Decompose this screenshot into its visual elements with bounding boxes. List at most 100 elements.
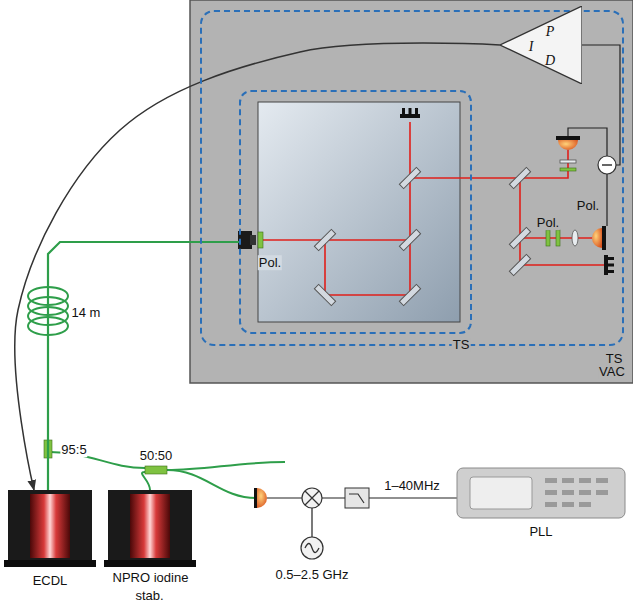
inner-thermal-shield: TS — [239, 90, 472, 334]
pll-instrument — [457, 468, 625, 518]
text-holder: TS — [452, 335, 471, 353]
optical-fiber — [167, 462, 285, 470]
part-label: 95:5 — [60, 442, 87, 457]
node-label: PLL — [528, 524, 553, 539]
text-holder: D — [544, 51, 556, 69]
optical-bench — [258, 102, 460, 322]
controller-term: D — [544, 53, 556, 68]
pll-instrument — [545, 502, 557, 507]
optical-fiber — [28, 287, 285, 498]
controller-term: I — [528, 39, 535, 54]
mirror — [314, 229, 335, 250]
pll-instrument — [579, 490, 591, 495]
photodetector — [602, 226, 606, 250]
rf-chain — [302, 488, 322, 508]
pll-instrument — [596, 478, 608, 483]
rf-chain — [345, 488, 369, 508]
pll-instrument — [562, 478, 574, 483]
part-label: Pol. — [536, 215, 560, 230]
text-holder: Pol. — [536, 213, 560, 231]
text-holder: 14 m — [71, 303, 102, 321]
node-label: TS — [605, 351, 624, 366]
pll-instrument — [579, 478, 591, 483]
pll-instrument — [579, 502, 591, 507]
pll-instrument: PLL — [455, 466, 627, 542]
waveplate-lens — [572, 230, 578, 246]
text-holder: Pol. — [258, 253, 282, 271]
pll-instrument — [470, 477, 532, 509]
text-holder: 50:50 — [139, 446, 174, 464]
laser-beam — [263, 239, 410, 241]
pll-instrument — [457, 468, 625, 518]
part-label: 50:50 — [139, 448, 174, 463]
mirror — [399, 284, 420, 305]
part-label: 1–40MHz — [383, 478, 441, 493]
laser-housing — [130, 494, 170, 558]
text-holder: 0.5–2.5 GHz — [275, 565, 350, 583]
text-holder: 95:5 — [60, 440, 87, 458]
laser-housing — [104, 560, 196, 567]
beam-dump — [409, 108, 412, 115]
beam-dump — [400, 108, 614, 275]
beam-dump — [402, 108, 405, 115]
optical-bench — [258, 102, 460, 322]
laser-housing — [4, 490, 196, 567]
optical-fiber — [167, 470, 256, 498]
rf-chain — [254, 488, 257, 508]
node-label: ECDL — [32, 573, 69, 588]
laser-housing — [108, 490, 192, 560]
pll-instrument — [545, 478, 557, 483]
signal-wire — [606, 174, 607, 226]
amplifier-triangle — [500, 6, 582, 84]
mirror — [509, 167, 530, 188]
part-label: Pol. — [258, 255, 282, 270]
text-holder: 1–40MHz — [383, 476, 441, 494]
rf-chain — [301, 537, 323, 559]
vacuum-panel — [190, 0, 633, 383]
mirror — [399, 229, 420, 250]
beam-dump — [415, 108, 418, 115]
text-holder: TS — [605, 349, 624, 367]
text-holder: PLL — [528, 522, 553, 540]
pll-instrument — [596, 490, 608, 495]
optical-fiber — [142, 472, 150, 490]
part-label: Pol. — [576, 198, 600, 213]
vacuum-panel — [190, 0, 633, 383]
feedback-line — [15, 43, 500, 490]
fiber-coupler — [145, 466, 167, 474]
polarizer — [556, 230, 560, 246]
beam-dump — [607, 270, 614, 273]
text-holder: P — [545, 22, 556, 40]
beam-dump — [607, 264, 614, 267]
photodetector — [558, 140, 578, 150]
fiber-collimator — [250, 235, 256, 245]
rf-chain — [349, 494, 364, 503]
polarizer — [258, 168, 576, 248]
text-holder: NPRO iodine stab. — [104, 568, 196, 603]
npro-laser: NPRO iodine stab. — [100, 490, 200, 602]
signal-wire — [568, 128, 607, 156]
laser-beam — [520, 178, 604, 265]
subtractor — [602, 164, 612, 166]
rf-chain — [305, 544, 319, 553]
subtractor — [598, 156, 616, 174]
polarizer — [546, 230, 550, 246]
text-holder: Pol. — [576, 196, 600, 214]
rf-chain — [257, 488, 267, 508]
mirror — [399, 167, 420, 188]
optical-fiber — [48, 242, 239, 490]
amplifier-triangle — [500, 6, 582, 84]
part-label: 0.5–2.5 GHz — [275, 567, 350, 582]
text-holder: I — [528, 37, 535, 55]
mirror — [314, 167, 530, 305]
laser-beam — [263, 122, 604, 295]
laser-beam — [325, 122, 410, 295]
rf-chain — [254, 488, 457, 559]
pll-instrument — [562, 502, 574, 507]
photodetector — [592, 228, 602, 248]
pid-controller: PID — [500, 6, 582, 84]
part-label: 14 m — [71, 305, 102, 320]
ecdl-laser: ECDL — [4, 490, 96, 590]
